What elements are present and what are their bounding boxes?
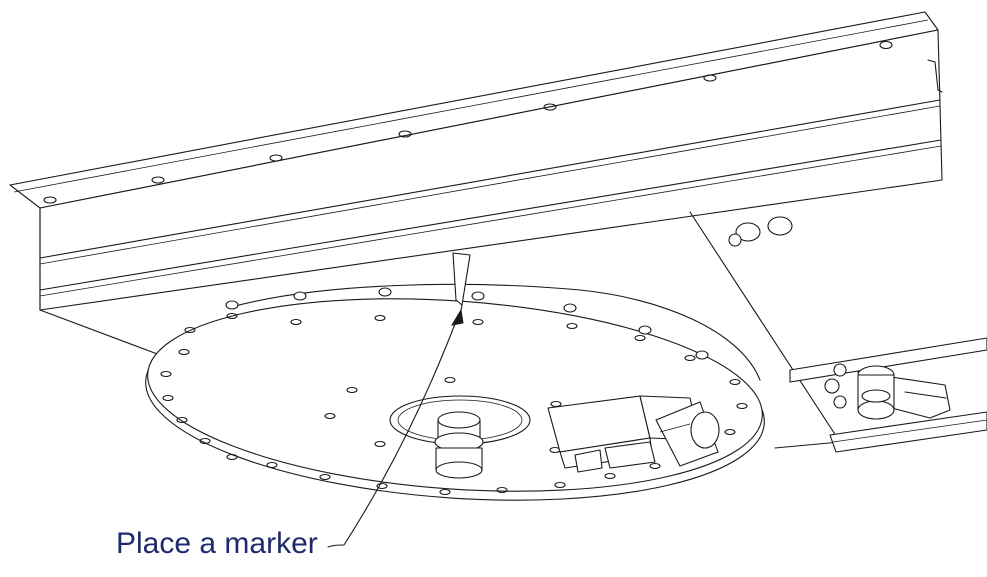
rail-groove-upper-b (39, 105, 941, 265)
rail-hole (879, 40, 893, 50)
plate-hole (324, 412, 336, 420)
plate-hole (554, 481, 566, 489)
plate-hole (496, 486, 508, 494)
drive-foot (574, 449, 603, 473)
leader-hook (327, 544, 345, 548)
shaft-end (435, 461, 483, 479)
plate-hole (160, 370, 172, 378)
callout-leader (327, 308, 464, 548)
rail-groove-lower-b (39, 145, 942, 297)
plate-hole (162, 394, 174, 402)
plate-hole (178, 348, 190, 356)
rim-bolt (638, 325, 652, 335)
plate-hole (184, 326, 196, 334)
rim-bolt (225, 300, 239, 310)
plate-hole (472, 318, 484, 326)
plate-hole (724, 428, 736, 436)
rail-hole (43, 196, 57, 204)
plate-hole (649, 462, 661, 470)
rail-groove-lower (39, 139, 942, 291)
rim-bolt (378, 287, 392, 297)
plate-hole (684, 354, 696, 362)
turntable-plate (145, 283, 765, 501)
side-conveyor (789, 337, 987, 453)
conveyor-bar-lower (829, 411, 987, 453)
plate-rim-back (227, 283, 761, 381)
clamp-bolt (824, 378, 840, 394)
rim-bolt (695, 350, 709, 360)
plate-hole (266, 461, 278, 469)
marker-tab (452, 252, 471, 306)
motor-end-cap (690, 411, 720, 449)
angle-rail (9, 11, 943, 311)
plate-hole (736, 402, 748, 410)
clamp-nut-bottom (857, 400, 895, 420)
conveyor-bar-detail (832, 419, 987, 443)
rim-bolt (293, 291, 307, 301)
leader-line (343, 315, 459, 546)
rail-hole (151, 176, 165, 184)
rail-end-edge (9, 184, 41, 209)
plate-hole (226, 453, 238, 461)
plate-hole (176, 416, 188, 424)
plate-edge-left (39, 309, 161, 356)
rim-bolt (563, 303, 577, 313)
rear-bolt (728, 233, 742, 247)
plate-hole (439, 488, 451, 496)
leader-arrowhead (451, 308, 464, 326)
plate-hole (319, 473, 331, 481)
plate-hole (566, 322, 578, 330)
clamp-washer (861, 389, 891, 403)
plate-hole (226, 312, 238, 320)
drive-foot (604, 441, 656, 469)
plate-hole (346, 386, 358, 394)
rear-bolt (767, 216, 793, 236)
marker-callout-label: Place a marker (116, 527, 318, 560)
rear-bolt (735, 222, 761, 242)
rim-bolts (225, 287, 709, 360)
rear-fasteners (728, 216, 793, 247)
rail-groove-upper (39, 99, 941, 259)
plate-hole (604, 472, 616, 480)
plate-hole (199, 437, 211, 445)
clamp-slot (904, 391, 947, 399)
clamp-bolt (833, 395, 847, 409)
rail-end-bracket (927, 59, 943, 93)
plate-hole (634, 334, 646, 342)
rail-hole (398, 130, 412, 138)
rail-hole (543, 103, 557, 111)
clamp-bolt (833, 363, 847, 377)
rail-hole (269, 154, 283, 162)
rail-hole (703, 74, 717, 82)
rail-flange-edge (13, 19, 929, 193)
plate-hole (376, 482, 388, 490)
plate-hole (444, 376, 456, 384)
rim-bolt (471, 291, 485, 301)
plate-hole (729, 378, 741, 386)
drive-block (547, 395, 720, 473)
shaft-top (437, 411, 481, 429)
plate-hole (374, 314, 386, 322)
plate-hole (374, 440, 386, 448)
motor-detail (659, 423, 691, 433)
plate-hole (290, 318, 302, 326)
